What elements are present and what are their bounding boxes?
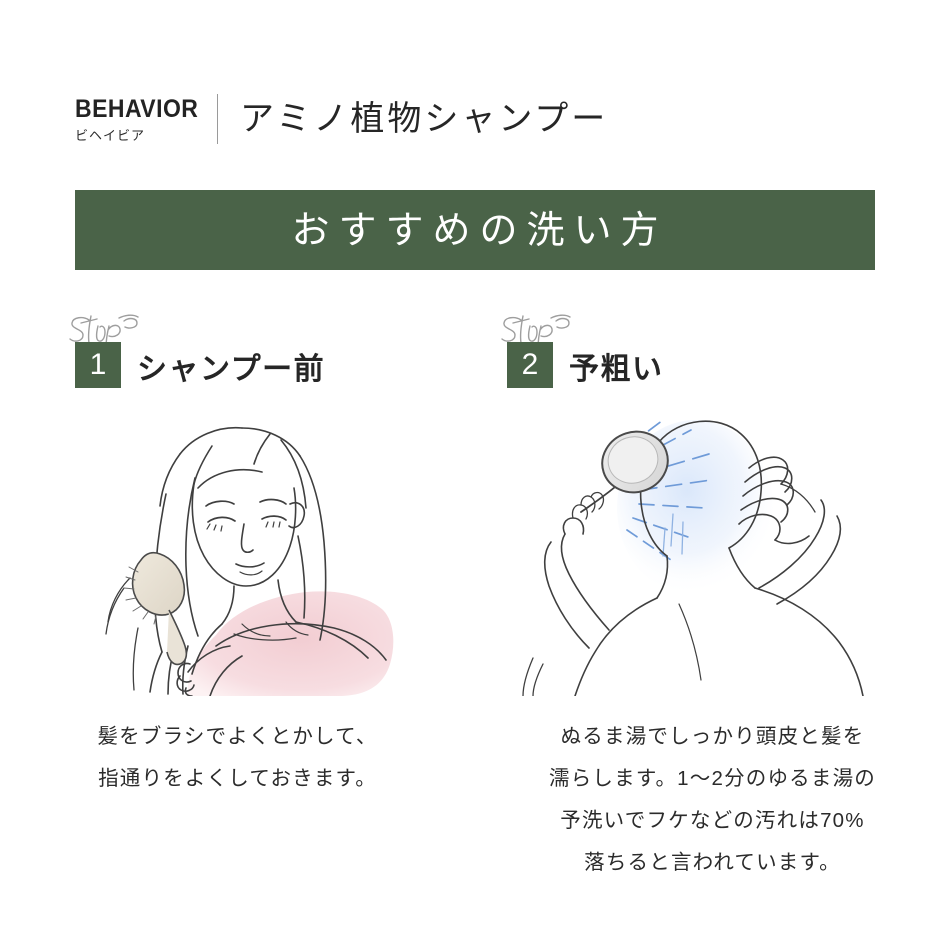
- water-drip-lines: [661, 513, 684, 557]
- woman-rinsing-scalp-with-shower-illustration: [521, 419, 864, 696]
- caption-line: 指通りをよくしておきます。: [98, 767, 377, 790]
- step-1-label: シャンプー前: [137, 353, 326, 386]
- pink-garment-shape: [187, 591, 393, 696]
- step-1-caption: 髪をブラシでよくとかして、 指通りをよくしておきます。: [28, 716, 448, 800]
- product-title: アミノ植物シャンプー: [240, 100, 609, 138]
- step-2-header: 2 予粗い: [475, 314, 950, 388]
- step-2-number: 2: [507, 342, 553, 388]
- step-1-badge: 1: [69, 314, 139, 388]
- step-2-label: 予粗い: [569, 353, 664, 386]
- step-1-illustration: [38, 396, 438, 696]
- brand-name-kana: ビヘイビア: [75, 127, 146, 143]
- caption-line: 濡らします。1〜2分のゆるま湯の: [549, 767, 876, 790]
- caption-line: ぬるま湯でしっかり頭皮と髪を: [560, 725, 865, 748]
- step-2-badge: 2: [501, 314, 571, 388]
- step-2-illustration: [513, 396, 913, 696]
- banner-title: おすすめの洗い方: [291, 208, 668, 252]
- page-header: BEHAVIOR ビヘイビア アミノ植物シャンプー: [75, 88, 608, 150]
- caption-line: 髪をブラシでよくとかして、: [97, 725, 378, 748]
- woman-brushing-hair-illustration: [104, 426, 393, 696]
- step-card-2: 2 予粗い: [475, 314, 950, 884]
- shower-head-icon: [600, 430, 669, 494]
- step-1-number: 1: [75, 342, 121, 388]
- steps-container: 1 シャンプー前: [0, 314, 950, 884]
- brush-bristles: [123, 566, 156, 625]
- brand-logo: BEHAVIOR ビヘイビア: [75, 94, 205, 143]
- caption-line: 予洗いでフケなどの汚れは70%: [560, 809, 865, 832]
- step-1-header: 1 シャンプー前: [0, 314, 475, 388]
- step-2-caption: ぬるま湯でしっかり頭皮と髪を 濡らします。1〜2分のゆるま湯の 予洗いでフケなど…: [503, 716, 923, 884]
- header-divider: [217, 94, 218, 144]
- section-banner: おすすめの洗い方: [75, 190, 875, 270]
- brand-name: BEHAVIOR: [75, 94, 199, 123]
- step-card-1: 1 シャンプー前: [0, 314, 475, 884]
- caption-line: 落ちると言われています。: [584, 851, 841, 874]
- hair-brush-icon: [123, 551, 187, 666]
